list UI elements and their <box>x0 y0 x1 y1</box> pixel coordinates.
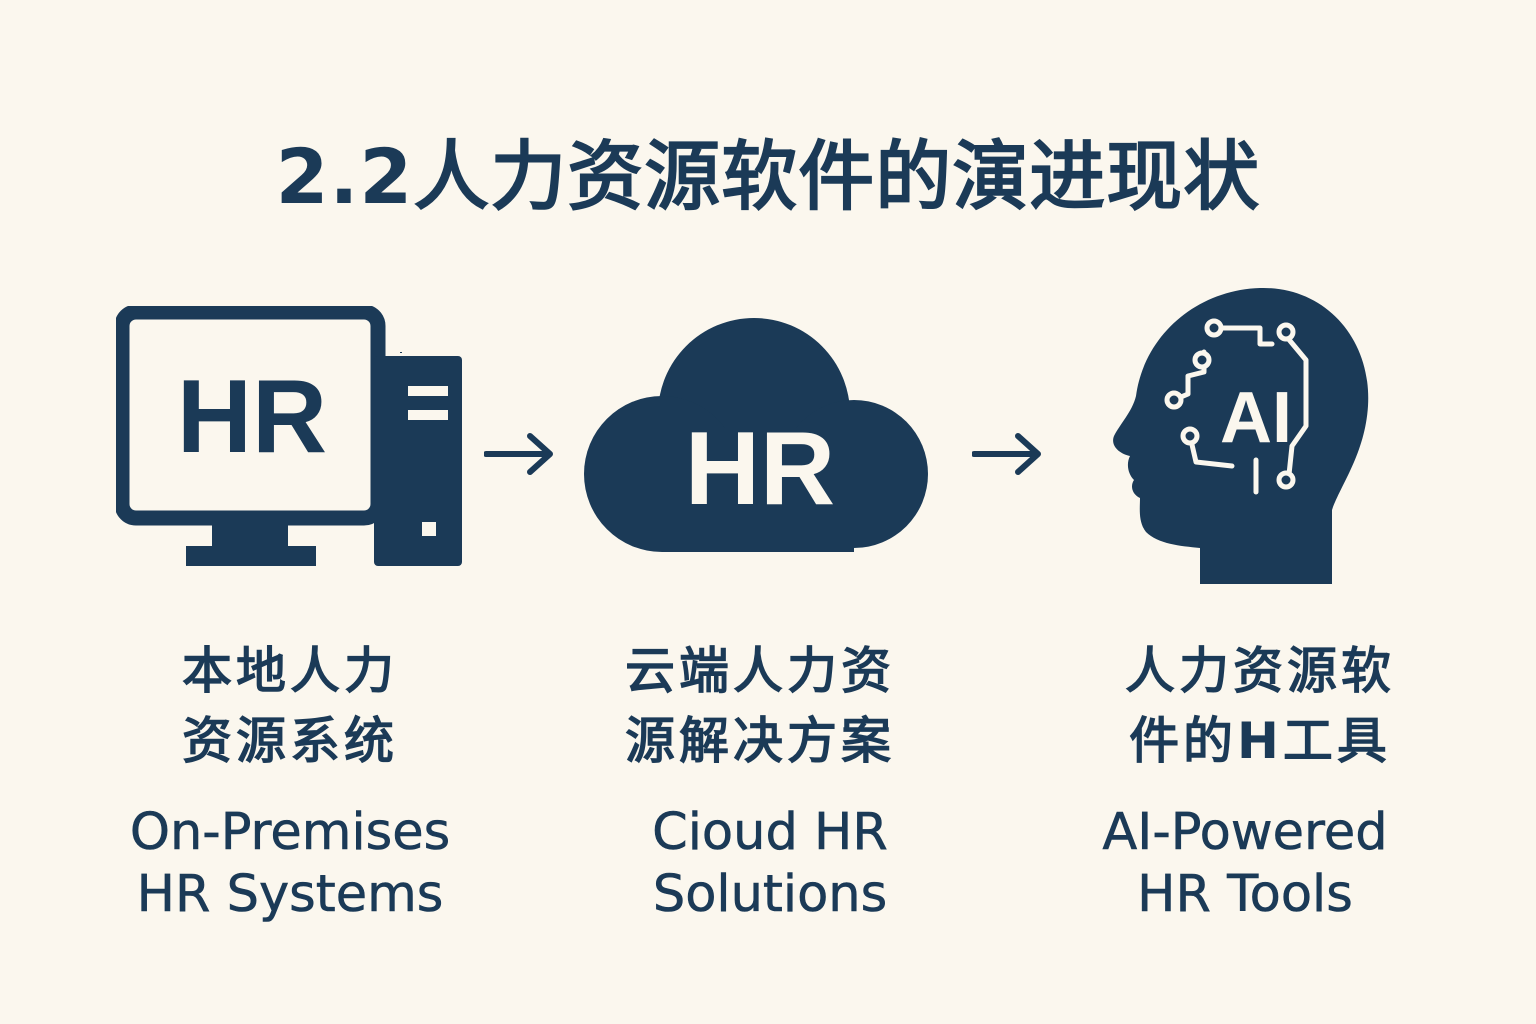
arrow-right-icon <box>972 433 1041 475</box>
stage-2-cn-caption: 云端人力资 源解决方案 <box>600 636 920 776</box>
arrow-right-icon <box>484 433 553 475</box>
ai-label: AI <box>1220 378 1292 458</box>
stage-1-en-line-1: On-Premises <box>129 803 451 863</box>
stage-2-cn-line-2: 源解决方案 <box>625 712 895 770</box>
stage-3-caption: 人力资源软 件的H工具 <box>1100 636 1420 776</box>
cloud-icon: HR <box>584 318 928 552</box>
ai-head-icon: AI <box>1113 287 1369 584</box>
stage-1-cn-line-2: 资源系统 <box>182 712 398 770</box>
stage-3-cn-line-2: 件的H工具 <box>1129 712 1391 770</box>
stage-2-en-line-2: Solutions <box>652 865 888 925</box>
stage-3-en-caption: AI-Powered HR Tools <box>1060 802 1430 926</box>
stage-3-cn-caption: 人力资源软 件的H工具 <box>1100 636 1420 776</box>
stage-2-caption: 云端人力资 源解决方案 <box>600 636 920 776</box>
page-title: 2.2人力资源软件的演进现状 <box>275 131 1261 221</box>
stage-1-cn-line-1: 本地人力 <box>182 642 398 700</box>
stage-3-cn-line-1: 人力资源软 <box>1125 642 1395 700</box>
stage-1-en-caption: On-Premises HR Systems <box>100 802 480 926</box>
stage-1-en-line-2: HR Systems <box>136 865 444 925</box>
stage-1-caption: 本地人力 资源系统 <box>140 636 440 776</box>
stage-2-cn-line-1: 云端人力资 <box>625 642 895 700</box>
cloud-hr-label: HR <box>685 411 835 527</box>
stage-1-cn-caption: 本地人力 资源系统 <box>140 636 440 776</box>
stage-3-en-line-1: AI-Powered <box>1102 803 1388 863</box>
stage-2-en-line-1: Cioud HR <box>652 803 888 863</box>
desktop-computer-icon: HR <box>116 306 462 566</box>
desktop-hr-label: HR <box>177 359 327 475</box>
stage-3-en-line-2: HR Tools <box>1137 865 1353 925</box>
stage-2-en-caption: Cioud HR Solutions <box>590 802 950 926</box>
